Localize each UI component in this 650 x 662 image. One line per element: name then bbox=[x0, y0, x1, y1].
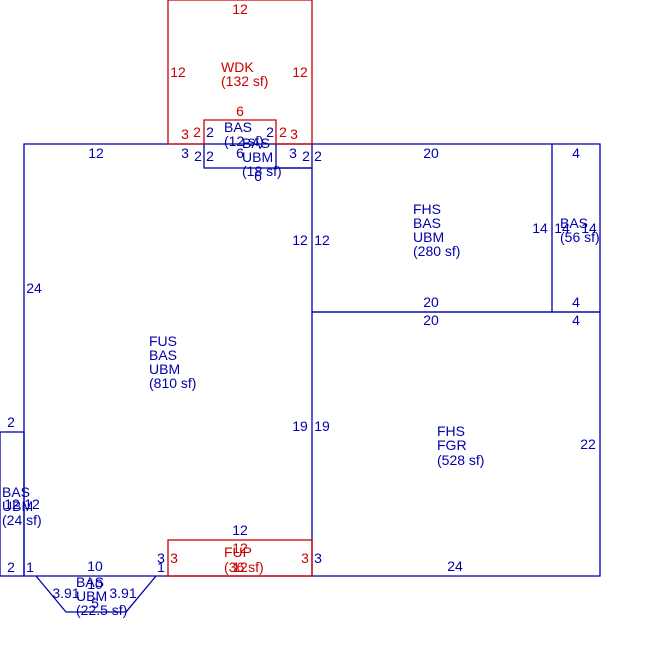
fgr-area: (528 sf) bbox=[437, 452, 484, 468]
dim-fhs-top: 20 bbox=[423, 145, 439, 161]
dim-notch-right-a: 3 bbox=[289, 145, 297, 161]
bay-outline bbox=[35, 575, 157, 613]
wdk-label: WDK bbox=[221, 59, 254, 75]
bay-area: (22.5 sf) bbox=[76, 602, 127, 618]
dim-fgr-top-right: 4 bbox=[572, 312, 580, 328]
dim-fus-right-upper: 12 bbox=[292, 232, 308, 248]
fup-area: (36 sf) bbox=[224, 559, 264, 575]
dim-fus-left: 24 bbox=[26, 280, 42, 296]
fhs-upper-label-bas: BAS bbox=[413, 215, 441, 231]
fus-area: (810 sf) bbox=[149, 375, 196, 391]
fgr-label: FHS bbox=[437, 423, 465, 439]
dim-fup-bottom: 12 bbox=[232, 559, 248, 575]
dim-notch-inner-b: 6 bbox=[236, 145, 244, 161]
dim-notch-left-c: 2 bbox=[206, 148, 214, 164]
dim-fup-top: 12 bbox=[232, 522, 248, 538]
dim-bay-bottom: 5 bbox=[91, 595, 99, 611]
dim-bas-right-top: 4 bbox=[572, 145, 580, 161]
dim-fus-top: 12 bbox=[88, 145, 104, 161]
wdk-area: (132 sf) bbox=[221, 73, 268, 89]
dim-wdk-top: 12 bbox=[232, 1, 248, 17]
dim-fus-bottom: 10 bbox=[87, 558, 103, 574]
notch-label-bas-2: BAS bbox=[242, 135, 270, 151]
fhs-upper-label: FHS bbox=[413, 201, 441, 217]
dim-notch-left-a: 3 bbox=[181, 145, 189, 161]
bas-right-label: BAS bbox=[560, 215, 588, 231]
dim-wdk-step-right: 2 bbox=[279, 124, 287, 140]
dim-left-bottom: 2 bbox=[7, 559, 15, 575]
fgr-label-fgr: FGR bbox=[437, 437, 467, 453]
left-bump-outline bbox=[0, 431, 25, 577]
dim-fup-right: 3 bbox=[301, 550, 309, 566]
dim-fup-top-red: 12 bbox=[232, 540, 248, 556]
dim-wdk-step-right-2: 3 bbox=[290, 126, 298, 142]
fus-label: FUS bbox=[149, 333, 177, 349]
dim-fgr-bottom: 24 bbox=[447, 558, 463, 574]
dim-fup-left: 3 bbox=[170, 550, 178, 566]
dim-fhs-bottom: 20 bbox=[423, 294, 439, 310]
left-bump-label: BAS bbox=[2, 484, 30, 500]
left-bump-area: (24 sf) bbox=[2, 512, 42, 528]
fup-outline bbox=[167, 539, 313, 577]
dim-wdk-step-left: 3 bbox=[181, 126, 189, 142]
dim-wdk-inner-top: 6 bbox=[236, 103, 244, 119]
dim-notch-bottom: 6 bbox=[254, 168, 262, 184]
dim-bas-right-left: 14 bbox=[554, 220, 570, 236]
dim-fgr-left: 19 bbox=[314, 418, 330, 434]
fup-label: FUP bbox=[224, 544, 252, 560]
dim-fus-right-lower: 19 bbox=[292, 418, 308, 434]
dim-left-top: 2 bbox=[7, 414, 15, 430]
fhs-upper-label-ubm: UBM bbox=[413, 229, 444, 245]
dim-bas-right-bottom: 4 bbox=[572, 294, 580, 310]
notch-label-ubm: UBM bbox=[242, 149, 273, 165]
dim-fhs-left: 12 bbox=[314, 232, 330, 248]
notch-label-bas: BAS bbox=[224, 119, 252, 135]
notch-area-b: (18 sf) bbox=[242, 163, 282, 179]
dim-bay-left: 3.91 bbox=[52, 585, 79, 601]
dim-notch-inner-c: 2 bbox=[266, 124, 274, 140]
dim-left-inner-a: 12 bbox=[4, 496, 20, 512]
fus-label-ubm: UBM bbox=[149, 361, 180, 377]
dim-fgr-right: 22 bbox=[580, 436, 596, 452]
bay-label: BAS bbox=[76, 574, 104, 590]
notch-outline bbox=[203, 143, 313, 169]
dim-left-inner-b: 12 bbox=[24, 496, 40, 512]
dim-fhs-right: 14 bbox=[532, 220, 548, 236]
dim-left-bottom-b: 1 bbox=[26, 559, 34, 575]
dim-bay-right-end: 1 bbox=[157, 559, 165, 575]
wdk-outline bbox=[167, 0, 313, 145]
fus-label-bas: BAS bbox=[149, 347, 177, 363]
dim-bay-right: 3.91 bbox=[109, 585, 136, 601]
notch-area-a: (12 sf) bbox=[224, 133, 264, 149]
dim-bay-mid: 10 bbox=[87, 576, 103, 592]
dim-notch-left-b: 2 bbox=[194, 148, 202, 164]
bay-label-ubm: UBM bbox=[76, 588, 107, 604]
dim-wdk-step-left-2: 2 bbox=[193, 124, 201, 140]
dim-notch-right-b: 2 bbox=[302, 148, 310, 164]
dim-wdk-left: 12 bbox=[170, 64, 186, 80]
dim-notch-inner-a: 2 bbox=[206, 124, 214, 140]
bas-right-area: (56 sf) bbox=[560, 229, 600, 245]
dim-fgr-top: 20 bbox=[423, 312, 439, 328]
left-bump-label-ubm: UBM bbox=[2, 498, 33, 514]
dim-bay-top-right: 3 bbox=[157, 550, 165, 566]
fhs-upper-area: (280 sf) bbox=[413, 243, 460, 259]
fgr-outline bbox=[312, 311, 601, 577]
dim-bas-right-right: 14 bbox=[581, 220, 597, 236]
dim-wdk-right: 12 bbox=[292, 64, 308, 80]
dim-fhs-top-left: 2 bbox=[314, 148, 322, 164]
dim-fgr-bottom-left: 3 bbox=[314, 550, 322, 566]
